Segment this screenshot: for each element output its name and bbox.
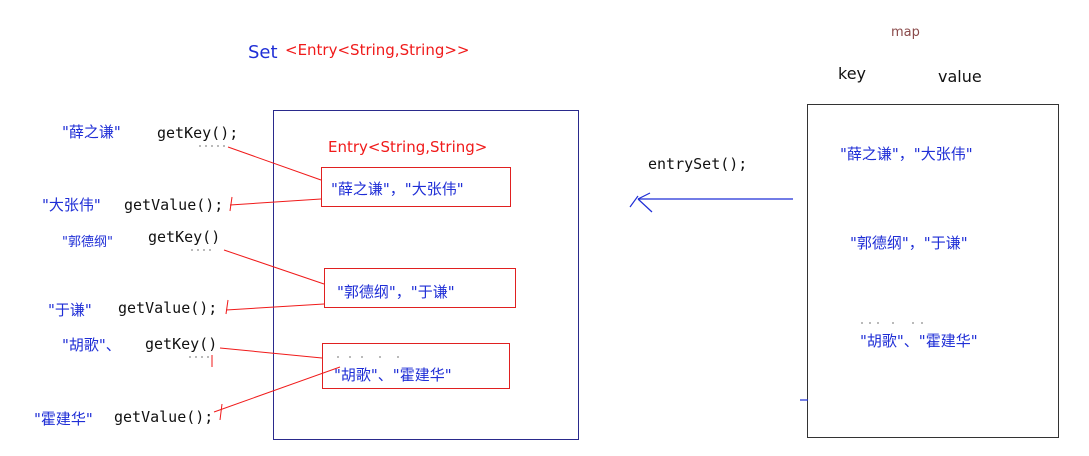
connector-line [225, 303, 325, 311]
connector-line [229, 198, 322, 206]
call-method: getKey() [148, 228, 221, 246]
set-generic-title: <Entry<String,String>> [285, 41, 470, 59]
dot-marks [189, 145, 923, 358]
call-method: getValue(); [114, 408, 214, 426]
entry-box [322, 343, 510, 389]
call-method: getKey() [145, 335, 218, 353]
entry-text: "胡歌"、"霍建华" [334, 366, 452, 384]
map-entry: "郭德纲"，"于谦" [850, 234, 968, 252]
call-name: "霍建华" [34, 410, 93, 428]
call-name: "胡歌"、 [62, 336, 121, 354]
entry-text: "郭德纲"，"于谦" [337, 283, 455, 301]
connector-line [213, 366, 341, 413]
set-title: Set [248, 42, 278, 63]
entry-heading: Entry<String,String> [328, 138, 488, 156]
connector-line [227, 146, 322, 181]
call-method: getValue(); [118, 299, 218, 317]
key-value-connectors [213, 146, 341, 413]
call-method: getValue(); [124, 196, 224, 214]
call-name: "郭德纲" [62, 235, 113, 250]
entry-text: "薛之谦"，"大张伟" [331, 180, 464, 198]
call-name: "薛之谦" [62, 123, 121, 141]
map-entry: "薛之谦"，"大张伟" [840, 145, 973, 163]
entryset-label: entrySet(); [648, 155, 748, 173]
connector-line [219, 347, 323, 359]
set-box [273, 110, 579, 440]
map-title: map [891, 25, 920, 40]
entry-box [321, 167, 511, 207]
call-name: "大张伟" [42, 196, 101, 214]
cursor-marks [211, 196, 233, 421]
connector-line [223, 249, 325, 285]
entry-box [324, 268, 516, 308]
map-entry: "胡歌"、"霍建华" [860, 332, 978, 350]
map-key-header: key [838, 64, 867, 83]
map-box [807, 104, 1059, 438]
call-name: "于谦" [48, 301, 92, 319]
entryset-arrow [629, 192, 793, 213]
call-method: getKey(); [157, 124, 239, 142]
map-value-header: value [938, 67, 982, 86]
